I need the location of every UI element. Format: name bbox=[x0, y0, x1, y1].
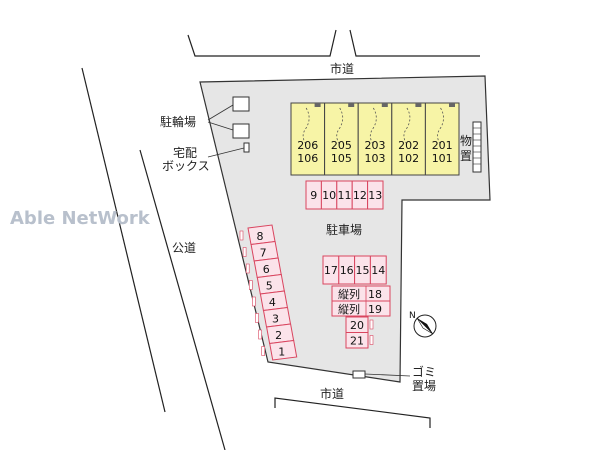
unit-lower-number: 101 bbox=[432, 152, 453, 165]
storage-label-2: 置 bbox=[460, 149, 472, 163]
unit-lower-number: 102 bbox=[398, 152, 419, 165]
parking-slot-number: 2 bbox=[275, 329, 282, 342]
unit-upper-number: 203 bbox=[365, 139, 386, 152]
delivery-box: 宅配 ボックス bbox=[162, 142, 250, 173]
compass-north-label: N bbox=[409, 311, 416, 321]
parking-slot-number: 13 bbox=[368, 189, 382, 202]
unit-lower-number: 106 bbox=[297, 152, 318, 165]
bicycle-parking: 駐輪場 bbox=[160, 96, 250, 139]
parking-slot-number: 9 bbox=[310, 189, 317, 202]
parking-slot-3: 3 bbox=[255, 306, 292, 328]
parking-slot-number: 14 bbox=[371, 264, 385, 277]
tandem-label: 縦列 bbox=[338, 287, 360, 301]
parking-slot-number: 17 bbox=[324, 264, 338, 277]
road-label-top: 市道 bbox=[330, 61, 354, 76]
parking-slot-17: 17 bbox=[322, 255, 340, 285]
parking-slot-21: 21 bbox=[345, 332, 374, 349]
parking-slot-15: 15 bbox=[354, 255, 371, 285]
parking-slot-2: 2 bbox=[258, 323, 295, 345]
garbage-label-1: ゴミ bbox=[412, 364, 436, 379]
parking-slot-number: 20 bbox=[350, 319, 364, 332]
parking-slot-number: 10 bbox=[322, 189, 336, 202]
unit-upper-number: 205 bbox=[331, 139, 352, 152]
parking-slot-13: 13 bbox=[367, 180, 384, 210]
garbage-label-2: 置場 bbox=[412, 379, 436, 393]
road-label-bottom: 市道 bbox=[320, 386, 344, 401]
parking-slot-number: 3 bbox=[272, 313, 279, 326]
parking-slot-16: 16 bbox=[338, 255, 356, 285]
parking-column-left: 8 7 6 5 4 3 2 1 bbox=[239, 224, 298, 361]
parking-slot-number: 12 bbox=[353, 189, 367, 202]
unit-lower-number: 103 bbox=[365, 152, 386, 165]
tandem-label: 縦列 bbox=[338, 302, 360, 316]
unit-lower-number: 105 bbox=[331, 152, 352, 165]
delivery-box-label-2: ボックス bbox=[162, 159, 210, 173]
parking-slot-4: 4 bbox=[252, 290, 288, 312]
parking-slot-number: 7 bbox=[260, 247, 267, 260]
tandem-number: 19 bbox=[368, 303, 382, 316]
delivery-box-label-1: 宅配 bbox=[173, 145, 197, 160]
parking-slot-number: 6 bbox=[263, 263, 270, 276]
parking-slot-14: 14 bbox=[369, 255, 387, 285]
unit-upper-number: 201 bbox=[432, 139, 453, 152]
storage-shed: 物 置 bbox=[460, 121, 482, 173]
parking-slot-number: 16 bbox=[340, 264, 354, 277]
garbage-area: ゴミ 置場 bbox=[352, 364, 436, 393]
tandem-number: 18 bbox=[368, 288, 382, 301]
parking-slot-10: 10 bbox=[320, 180, 338, 210]
parking-slot-number: 4 bbox=[269, 296, 276, 309]
unit-upper-number: 206 bbox=[297, 139, 318, 152]
parking-tandem-18: 縦列 18 bbox=[331, 285, 391, 302]
storage-label-1: 物 bbox=[460, 134, 472, 148]
parking-slot-20: 20 bbox=[345, 316, 374, 333]
parking-slot-12: 12 bbox=[351, 180, 369, 210]
parking-slot-9: 9 bbox=[305, 180, 322, 210]
north-compass: N bbox=[409, 311, 437, 338]
parking-slot-11: 11 bbox=[336, 180, 353, 210]
watermark: Able NetWork bbox=[10, 208, 151, 229]
parking-slot-number: 15 bbox=[356, 264, 370, 277]
parking-slot-1: 1 bbox=[261, 339, 298, 361]
parking-slot-number: 11 bbox=[338, 189, 352, 202]
parking-slot-number: 5 bbox=[266, 280, 273, 293]
road-lines bbox=[81, 29, 480, 450]
unit-upper-number: 202 bbox=[398, 139, 419, 152]
parking-slot-number: 8 bbox=[257, 230, 264, 243]
parking-label: 駐車場 bbox=[326, 222, 362, 237]
parking-tandem-19: 縦列 19 bbox=[331, 300, 391, 317]
parking-slot-number: 1 bbox=[278, 346, 285, 359]
parking-tandem: 縦列 18 縦列 19 bbox=[331, 285, 391, 317]
bicycle-parking-label: 駐輪場 bbox=[160, 114, 196, 129]
parking-slot-5: 5 bbox=[249, 273, 285, 295]
parking-slot-number: 21 bbox=[350, 334, 364, 347]
road-label-left: 公道 bbox=[172, 241, 196, 255]
